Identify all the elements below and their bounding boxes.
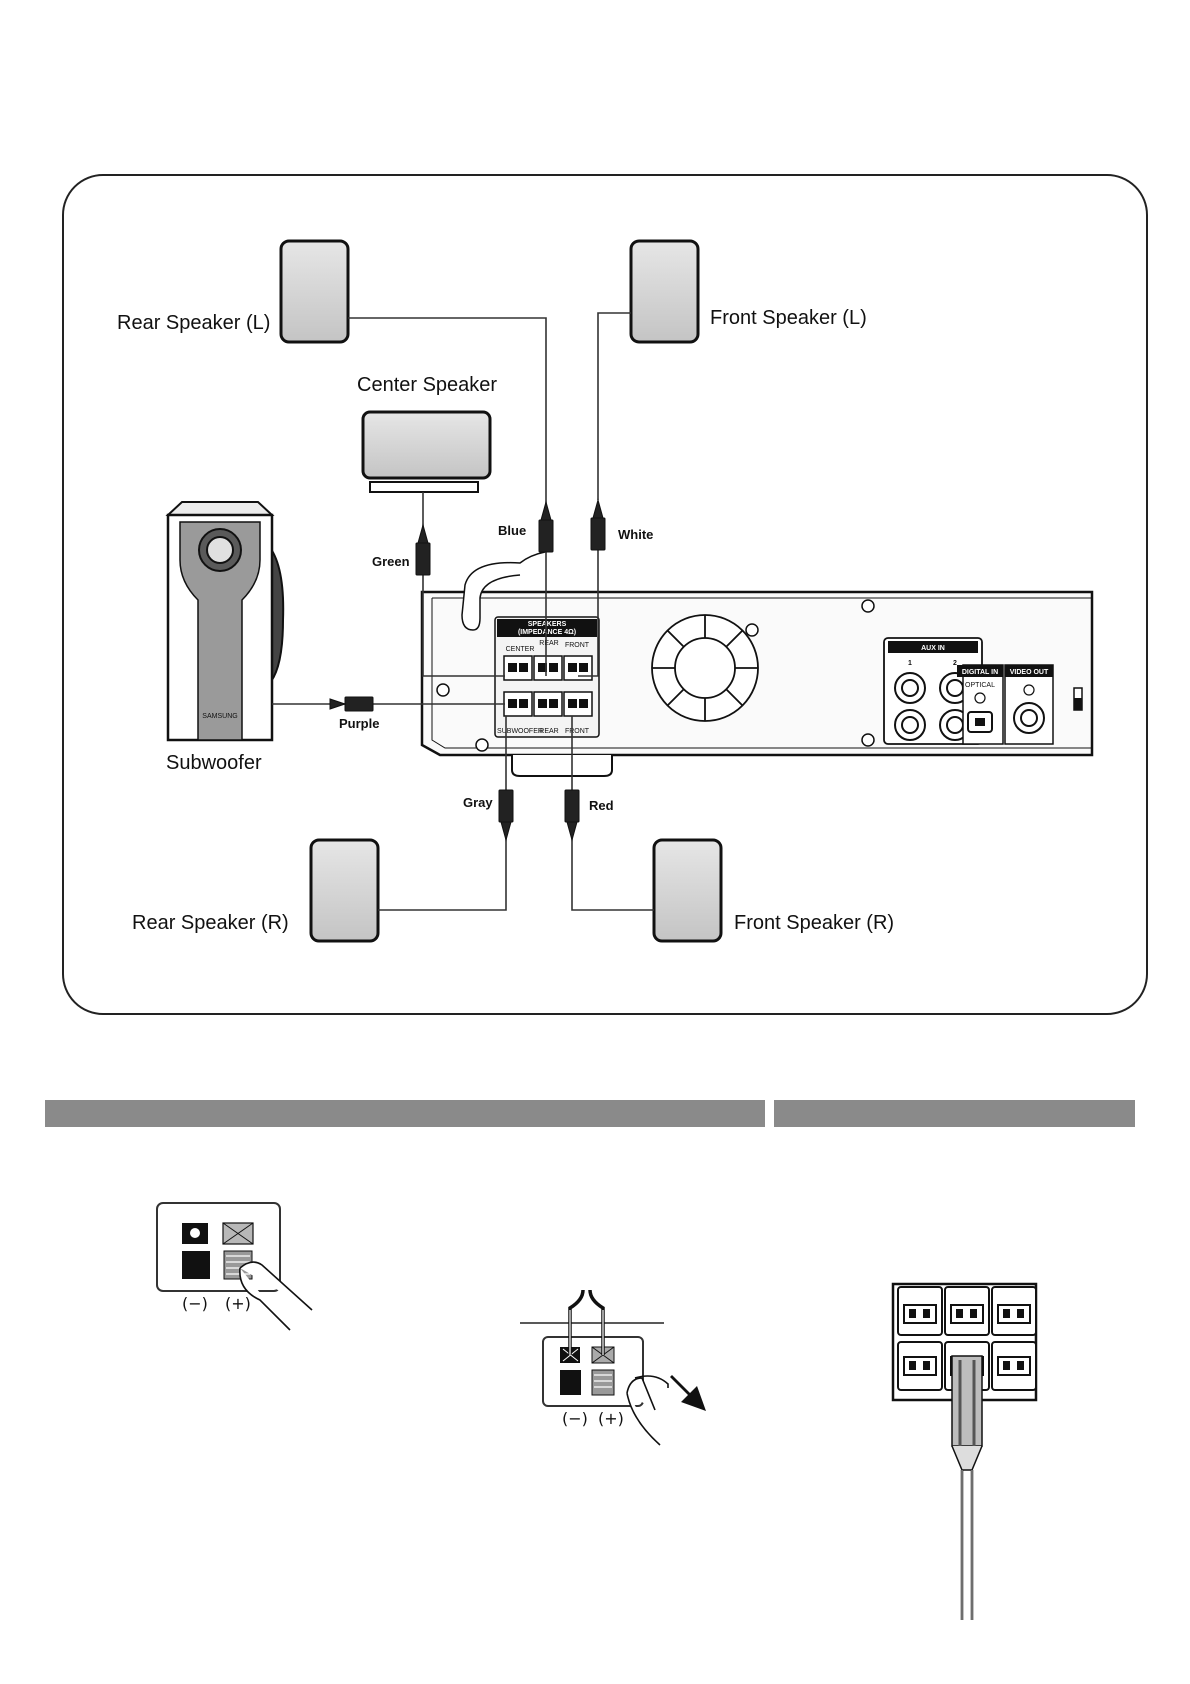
step1-plus-label: (+) bbox=[225, 1294, 251, 1313]
wire-label-red: Red bbox=[589, 798, 614, 813]
step-insert-wire: (−) (+) bbox=[520, 1289, 706, 1446]
label-rear-speaker-right: Rear Speaker (R) bbox=[132, 912, 289, 934]
impedance-label: (IMPEDANCE 4Ω) bbox=[518, 629, 576, 636]
digital-in-label: DIGITAL IN bbox=[962, 669, 998, 676]
subwoofer-brand: SAMSUNG bbox=[202, 713, 237, 720]
cooling-fan bbox=[651, 614, 759, 722]
section-bar-left bbox=[45, 1100, 765, 1127]
aux-2-label: 2 bbox=[953, 660, 957, 667]
label-front-speaker-right: Front Speaker (R) bbox=[734, 912, 894, 934]
label-subwoofer: Subwoofer bbox=[166, 752, 262, 774]
speaker-terminal-block: SPEAKERS (IMPEDANCE 4Ω) CENTER REAR FRON… bbox=[494, 616, 600, 738]
speaker-wires bbox=[272, 312, 654, 911]
terminal-label-rear-bottom: REAR bbox=[539, 728, 558, 735]
video-out-jack: VIDEO OUT bbox=[1004, 664, 1054, 745]
terminal-label-subwoofer: SUBWOOFER bbox=[497, 728, 543, 735]
front-speaker-right bbox=[652, 838, 723, 943]
receiver-rear-panel: SPEAKERS (IMPEDANCE 4Ω) CENTER REAR FRON… bbox=[420, 590, 1094, 777]
wire-connectors bbox=[329, 498, 606, 842]
aux-in-label: AUX IN bbox=[921, 645, 945, 652]
optical-label: OPTICAL bbox=[965, 682, 995, 689]
diagram-frame bbox=[62, 174, 1148, 1015]
wire-label-white: White bbox=[618, 527, 653, 542]
step1-minus-label: (−) bbox=[182, 1294, 208, 1313]
label-front-speaker-left: Front Speaker (L) bbox=[710, 307, 867, 329]
front-speaker-left bbox=[629, 239, 700, 344]
video-out-label: VIDEO OUT bbox=[1010, 669, 1049, 676]
terminal-label-front-bottom: FRONT bbox=[565, 728, 590, 735]
wire-label-gray: Gray bbox=[463, 795, 493, 810]
center-speaker bbox=[361, 410, 492, 493]
speakers-header: SPEAKERS bbox=[528, 621, 567, 628]
terminal-label-rear-top: REAR bbox=[539, 640, 558, 647]
terminal-label-center: CENTER bbox=[506, 646, 535, 653]
aux-1-label: 1 bbox=[908, 660, 912, 667]
terminal-label-front-top: FRONT bbox=[565, 642, 590, 649]
wire-label-purple: Purple bbox=[339, 716, 379, 731]
label-center-speaker: Center Speaker bbox=[357, 374, 497, 396]
section-bar-right bbox=[774, 1100, 1135, 1127]
step2-plus-label: (+) bbox=[598, 1409, 624, 1428]
step2-minus-label: (−) bbox=[562, 1409, 588, 1428]
label-rear-speaker-left: Rear Speaker (L) bbox=[117, 312, 270, 334]
step-press-terminal: (−) (+) bbox=[156, 1202, 313, 1331]
subwoofer: SAMSUNG bbox=[165, 501, 285, 742]
wire-label-green: Green bbox=[372, 554, 410, 569]
step-connector-block bbox=[891, 1282, 1038, 1620]
digital-in-optical: DIGITAL IN OPTICAL bbox=[957, 664, 1004, 745]
wire-label-blue: Blue bbox=[498, 523, 526, 538]
rear-speaker-right bbox=[309, 838, 380, 943]
rear-speaker-left bbox=[279, 239, 350, 344]
